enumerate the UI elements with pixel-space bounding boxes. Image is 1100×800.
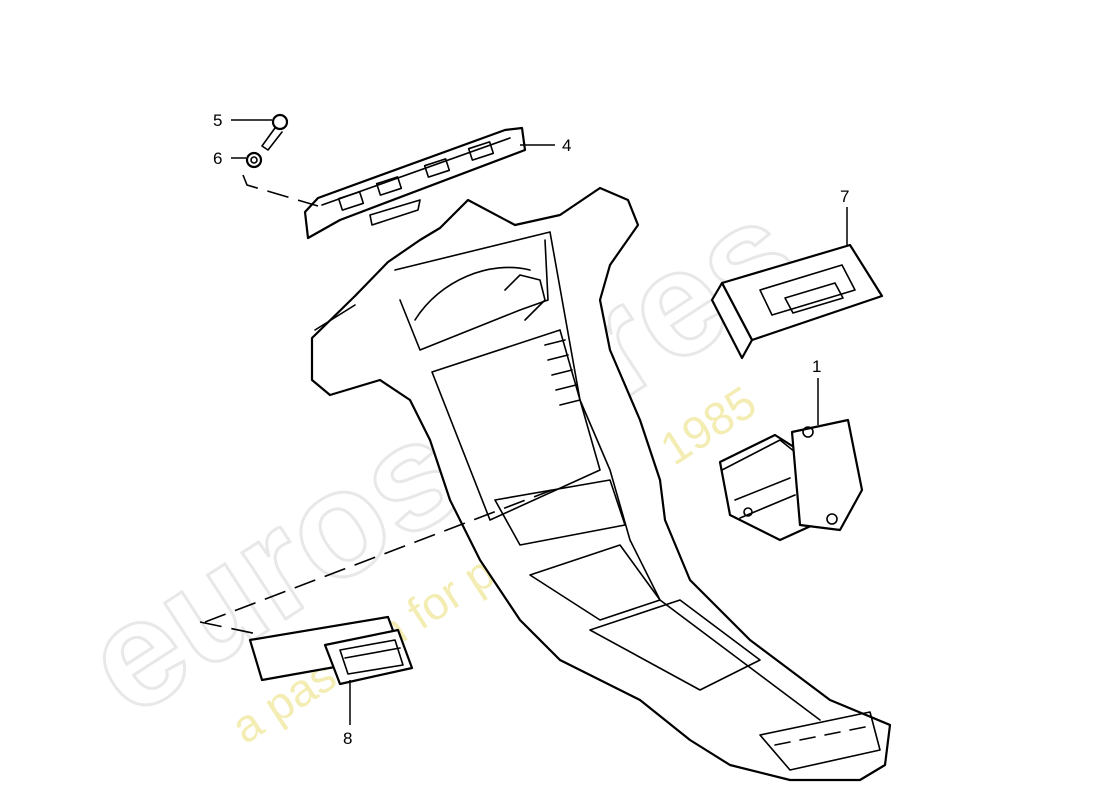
display-unit-part-7	[710, 243, 884, 360]
callout-5: 5	[213, 111, 222, 130]
screw-part-5	[261, 113, 289, 151]
assembly-line-8	[199, 621, 263, 636]
callout-8: 8	[343, 729, 352, 748]
ecu-box-part-8	[248, 615, 414, 686]
center-console	[310, 186, 892, 782]
switch-panel-part-4	[303, 126, 527, 240]
assembly-line-8-long	[204, 489, 553, 623]
callout-4: 4	[562, 136, 571, 155]
callout-7: 7	[840, 187, 849, 206]
control-module-part-1	[718, 418, 864, 542]
callout-1: 1	[812, 357, 821, 376]
nut-part-6	[245, 151, 263, 169]
assembly-line-4	[242, 174, 319, 207]
callout-6: 6	[213, 149, 222, 168]
